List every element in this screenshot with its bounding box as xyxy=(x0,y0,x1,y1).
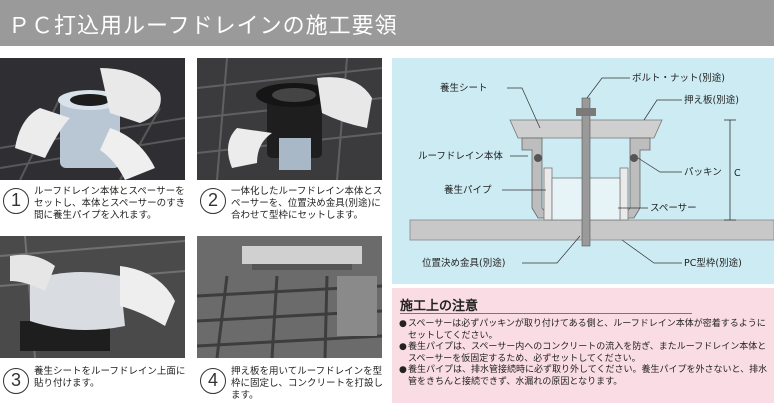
label-dimension-c: C xyxy=(734,168,741,179)
note-text-3: 養生パイプは、排水管接続時に必ず取り外してください。養生パイプを外さないと、排水… xyxy=(408,365,768,387)
roof-drain-section-diagram: C ボルト・ナット(別途) 養生シート 押え板(別途) ルーフドレイン本体 パッ… xyxy=(392,58,774,284)
pc-formwork-shape xyxy=(409,219,774,241)
photo-step-3 xyxy=(0,236,185,358)
label-bolt-nut: ボルト・ナット(別途) xyxy=(632,72,725,84)
photo-step-4 xyxy=(197,236,382,358)
packing-right xyxy=(630,154,638,162)
nut-shape xyxy=(576,108,596,116)
curing-pipe-left xyxy=(543,167,553,221)
page-title: ＰＣ打込用ルーフドレインの施工要領 xyxy=(8,14,398,39)
label-pc-formwork: PC型枠(別途) xyxy=(684,257,742,269)
construction-notes-panel: 施工上の注意 ● スペーサーは必ずパッキンが取り付けてある側と、ルーフドレイン本… xyxy=(392,288,774,403)
bolt-shape xyxy=(581,97,591,247)
step-text-1: ルーフドレイン本体とスペーサーをセットし、本体とスペーサーのすき間に養生パイプを… xyxy=(34,186,186,221)
title-bar: ＰＣ打込用ルーフドレインの施工要領 xyxy=(0,0,774,46)
step-number-2: 2 xyxy=(200,188,226,214)
notes-divider xyxy=(400,313,692,314)
bullet-icon: ● xyxy=(399,342,407,353)
label-positioning-fitting: 位置決め金具(別途) xyxy=(422,257,505,269)
note-text-1: スペーサーは必ずパッキンが取り付けてある側と、ルーフドレイン本体が密着するように… xyxy=(408,319,766,341)
bullet-icon: ● xyxy=(399,319,407,329)
step-text-3: 養生シートをルーフドレイン上面に貼り付けます。 xyxy=(34,366,186,389)
note-item: ● 養生パイプは、スペーサー内へのコンクリートの流入を防ぎ、またルーフドレイン本… xyxy=(399,342,771,365)
step-number-3: 3 xyxy=(3,368,29,394)
notes-list: ● スペーサーは必ずパッキンが取り付けてある側と、ルーフドレイン本体が密着するよ… xyxy=(399,319,771,389)
step-text-4: 押え板を用いてルーフドレインを型枠に固定し、コンクリートを打設します。 xyxy=(231,366,384,401)
note-item: ● 養生パイプは、排水管接続時に必ず取り外してください。養生パイプを外さないと、… xyxy=(399,365,771,388)
roof-drain-body-left xyxy=(521,137,551,219)
step-number-4: 4 xyxy=(200,368,226,394)
bullet-icon: ● xyxy=(399,365,407,376)
label-roof-drain-body: ルーフドレイン本体 xyxy=(418,150,503,162)
roof-drain-body-right xyxy=(621,137,651,219)
note-item: ● スペーサーは必ずパッキンが取り付けてある側と、ルーフドレイン本体が密着するよ… xyxy=(399,319,771,342)
label-press-plate: 押え板(別途) xyxy=(684,94,739,106)
label-curing-pipe: 養生パイプ xyxy=(444,184,492,196)
packing-left xyxy=(534,154,542,162)
label-packing: パッキン xyxy=(684,167,722,178)
note-text-2: 養生パイプは、スペーサー内へのコンクリートの流入を防ぎ、またルーフドレイン本体と… xyxy=(408,342,767,364)
step-number-1: 1 xyxy=(3,188,29,214)
label-spacer: スペーサー xyxy=(650,203,697,214)
photo-step-1 xyxy=(0,58,185,180)
label-protective-sheet: 養生シート xyxy=(440,82,488,94)
notes-title: 施工上の注意 xyxy=(400,299,479,314)
step-text-2: 一体化したルーフドレイン本体とスペーサーを、位置決め金具(別途)に合わせて型枠に… xyxy=(231,186,383,221)
photo-step-2 xyxy=(197,58,382,180)
curing-pipe-right xyxy=(619,167,629,221)
